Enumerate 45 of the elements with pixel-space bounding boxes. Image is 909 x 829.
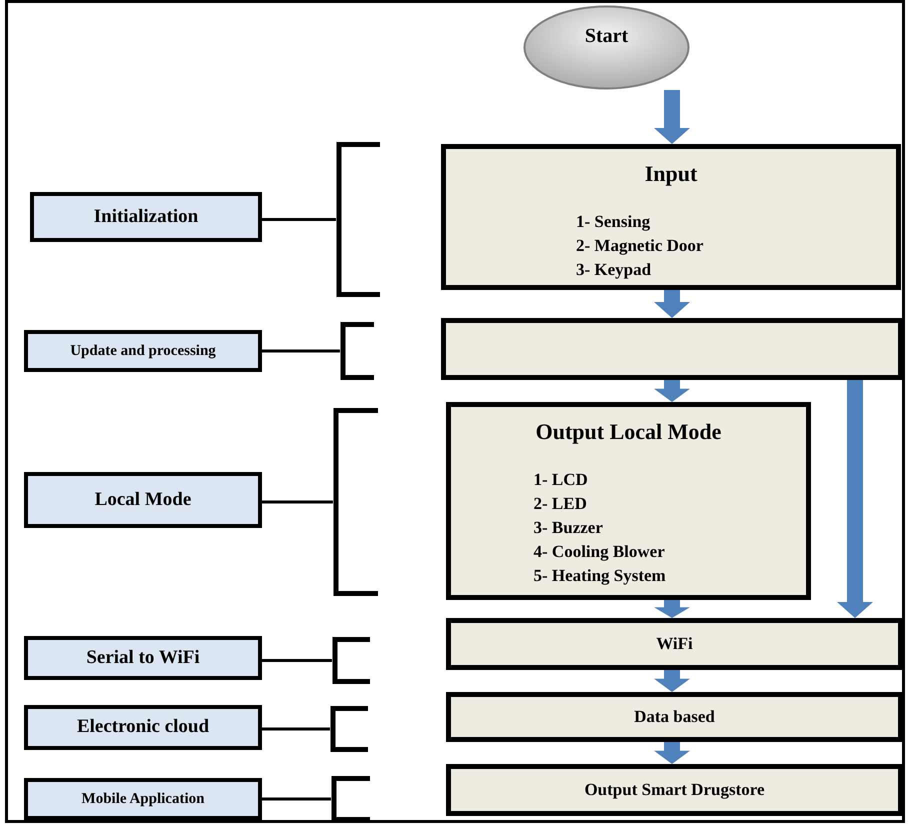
list-item: 3- Keypad bbox=[576, 259, 652, 281]
bracket bbox=[333, 408, 378, 596]
node-label: Start bbox=[584, 24, 628, 48]
connector-line bbox=[262, 500, 333, 504]
list-item: 4- Cooling Blower bbox=[534, 541, 666, 563]
block-arrow bbox=[654, 742, 690, 764]
block-arrow bbox=[654, 600, 690, 618]
bracket bbox=[332, 637, 370, 684]
bracket bbox=[330, 706, 368, 752]
step-box: Initialization bbox=[30, 192, 262, 242]
connector-line bbox=[262, 659, 332, 662]
step-box: Serial to WiFi bbox=[24, 636, 262, 680]
step-box: Electronic cloud bbox=[24, 705, 262, 750]
box-title: Data based bbox=[634, 706, 715, 728]
connector-line bbox=[262, 798, 331, 800]
block-arrow bbox=[654, 380, 690, 402]
bracket bbox=[336, 142, 380, 297]
list-item: 2- Magnetic Door bbox=[576, 235, 704, 257]
block-arrow bbox=[654, 290, 690, 318]
process-box bbox=[446, 692, 903, 742]
box-title: Output Smart Drugstore bbox=[584, 779, 765, 802]
step-box: Mobile Application bbox=[24, 778, 262, 820]
box-title: Input bbox=[644, 160, 698, 188]
process-box bbox=[441, 318, 903, 380]
step-box: Update and processing bbox=[24, 330, 262, 372]
process-box bbox=[441, 144, 901, 290]
block-arrow bbox=[654, 670, 690, 692]
connector-line bbox=[262, 728, 330, 730]
list-item: 1- LCD bbox=[534, 469, 589, 491]
block-arrow bbox=[837, 380, 873, 618]
box-title: WiFi bbox=[656, 633, 693, 656]
process-box bbox=[446, 402, 811, 600]
list-item: 5- Heating System bbox=[534, 565, 667, 587]
bracket bbox=[340, 322, 374, 380]
connector-line bbox=[262, 350, 340, 352]
step-box: Local Mode bbox=[24, 472, 262, 528]
connector-line bbox=[262, 218, 336, 221]
process-box bbox=[446, 618, 903, 670]
list-item: 2- LED bbox=[534, 493, 588, 515]
bracket bbox=[331, 776, 370, 822]
process-box bbox=[446, 764, 903, 816]
list-item: 3- Buzzer bbox=[534, 517, 604, 539]
list-item: 1- Sensing bbox=[576, 211, 652, 233]
box-title: Output Local Mode bbox=[536, 418, 722, 446]
block-arrow bbox=[654, 90, 690, 144]
